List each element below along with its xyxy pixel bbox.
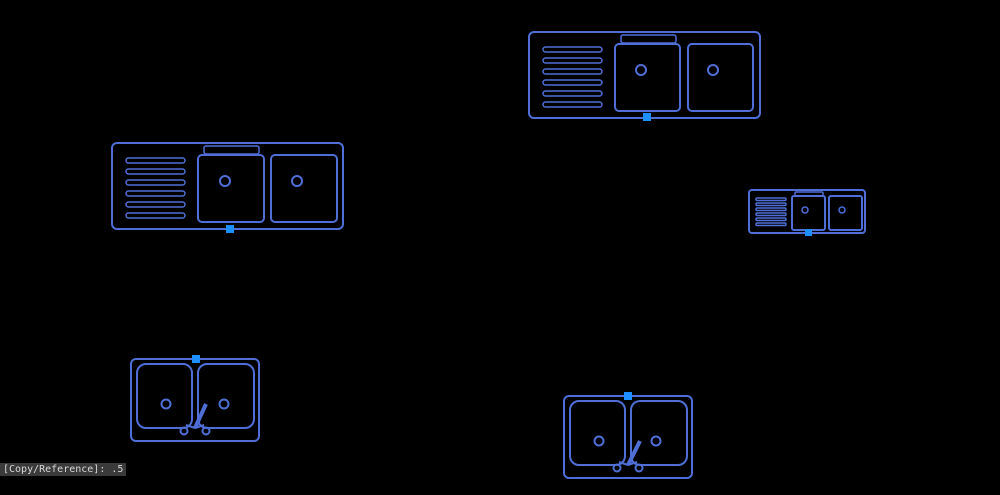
drainboard-ribs xyxy=(755,197,787,227)
faucet-deck xyxy=(620,34,677,44)
grip-handle[interactable] xyxy=(805,229,812,236)
sink-block-faucet-right[interactable] xyxy=(563,392,693,479)
drain-right xyxy=(218,398,230,410)
sink-bowl-right xyxy=(197,363,255,429)
faucet-icon xyxy=(179,403,211,436)
grip-handle[interactable] xyxy=(226,225,234,233)
sink-bowl-right xyxy=(630,400,688,466)
drain-left xyxy=(593,435,605,447)
drain-left xyxy=(219,175,231,187)
drain-left xyxy=(801,206,809,214)
sink-bowl-left xyxy=(791,195,826,231)
drain-right xyxy=(650,435,662,447)
faucet-icon xyxy=(612,440,644,473)
sink-bowl-left xyxy=(197,154,265,223)
sink-bowl-left xyxy=(136,363,193,429)
sink-bowl-right xyxy=(828,195,863,231)
command-line-prompt[interactable]: [Copy/Reference]: .5 xyxy=(0,463,127,476)
grip-handle[interactable] xyxy=(624,392,632,400)
sink-block-drainboard-small[interactable] xyxy=(748,189,866,236)
sink-block-faucet-left[interactable] xyxy=(130,355,260,442)
faucet-deck xyxy=(203,145,260,155)
drainboard-ribs xyxy=(125,157,186,219)
grip-handle[interactable] xyxy=(643,113,651,121)
drainboard-ribs xyxy=(542,46,603,108)
drain-right xyxy=(707,64,719,76)
drain-left xyxy=(160,398,172,410)
sink-bowl-right xyxy=(687,43,754,112)
sink-bowl-left xyxy=(614,43,681,112)
sink-block-drainboard-left[interactable] xyxy=(111,142,344,233)
grip-handle[interactable] xyxy=(192,355,200,363)
drain-right xyxy=(838,206,846,214)
sink-block-drainboard-top[interactable] xyxy=(528,31,761,121)
drain-left xyxy=(635,64,647,76)
drain-right xyxy=(291,175,303,187)
sink-bowl-right xyxy=(270,154,338,223)
sink-bowl-left xyxy=(569,400,626,466)
